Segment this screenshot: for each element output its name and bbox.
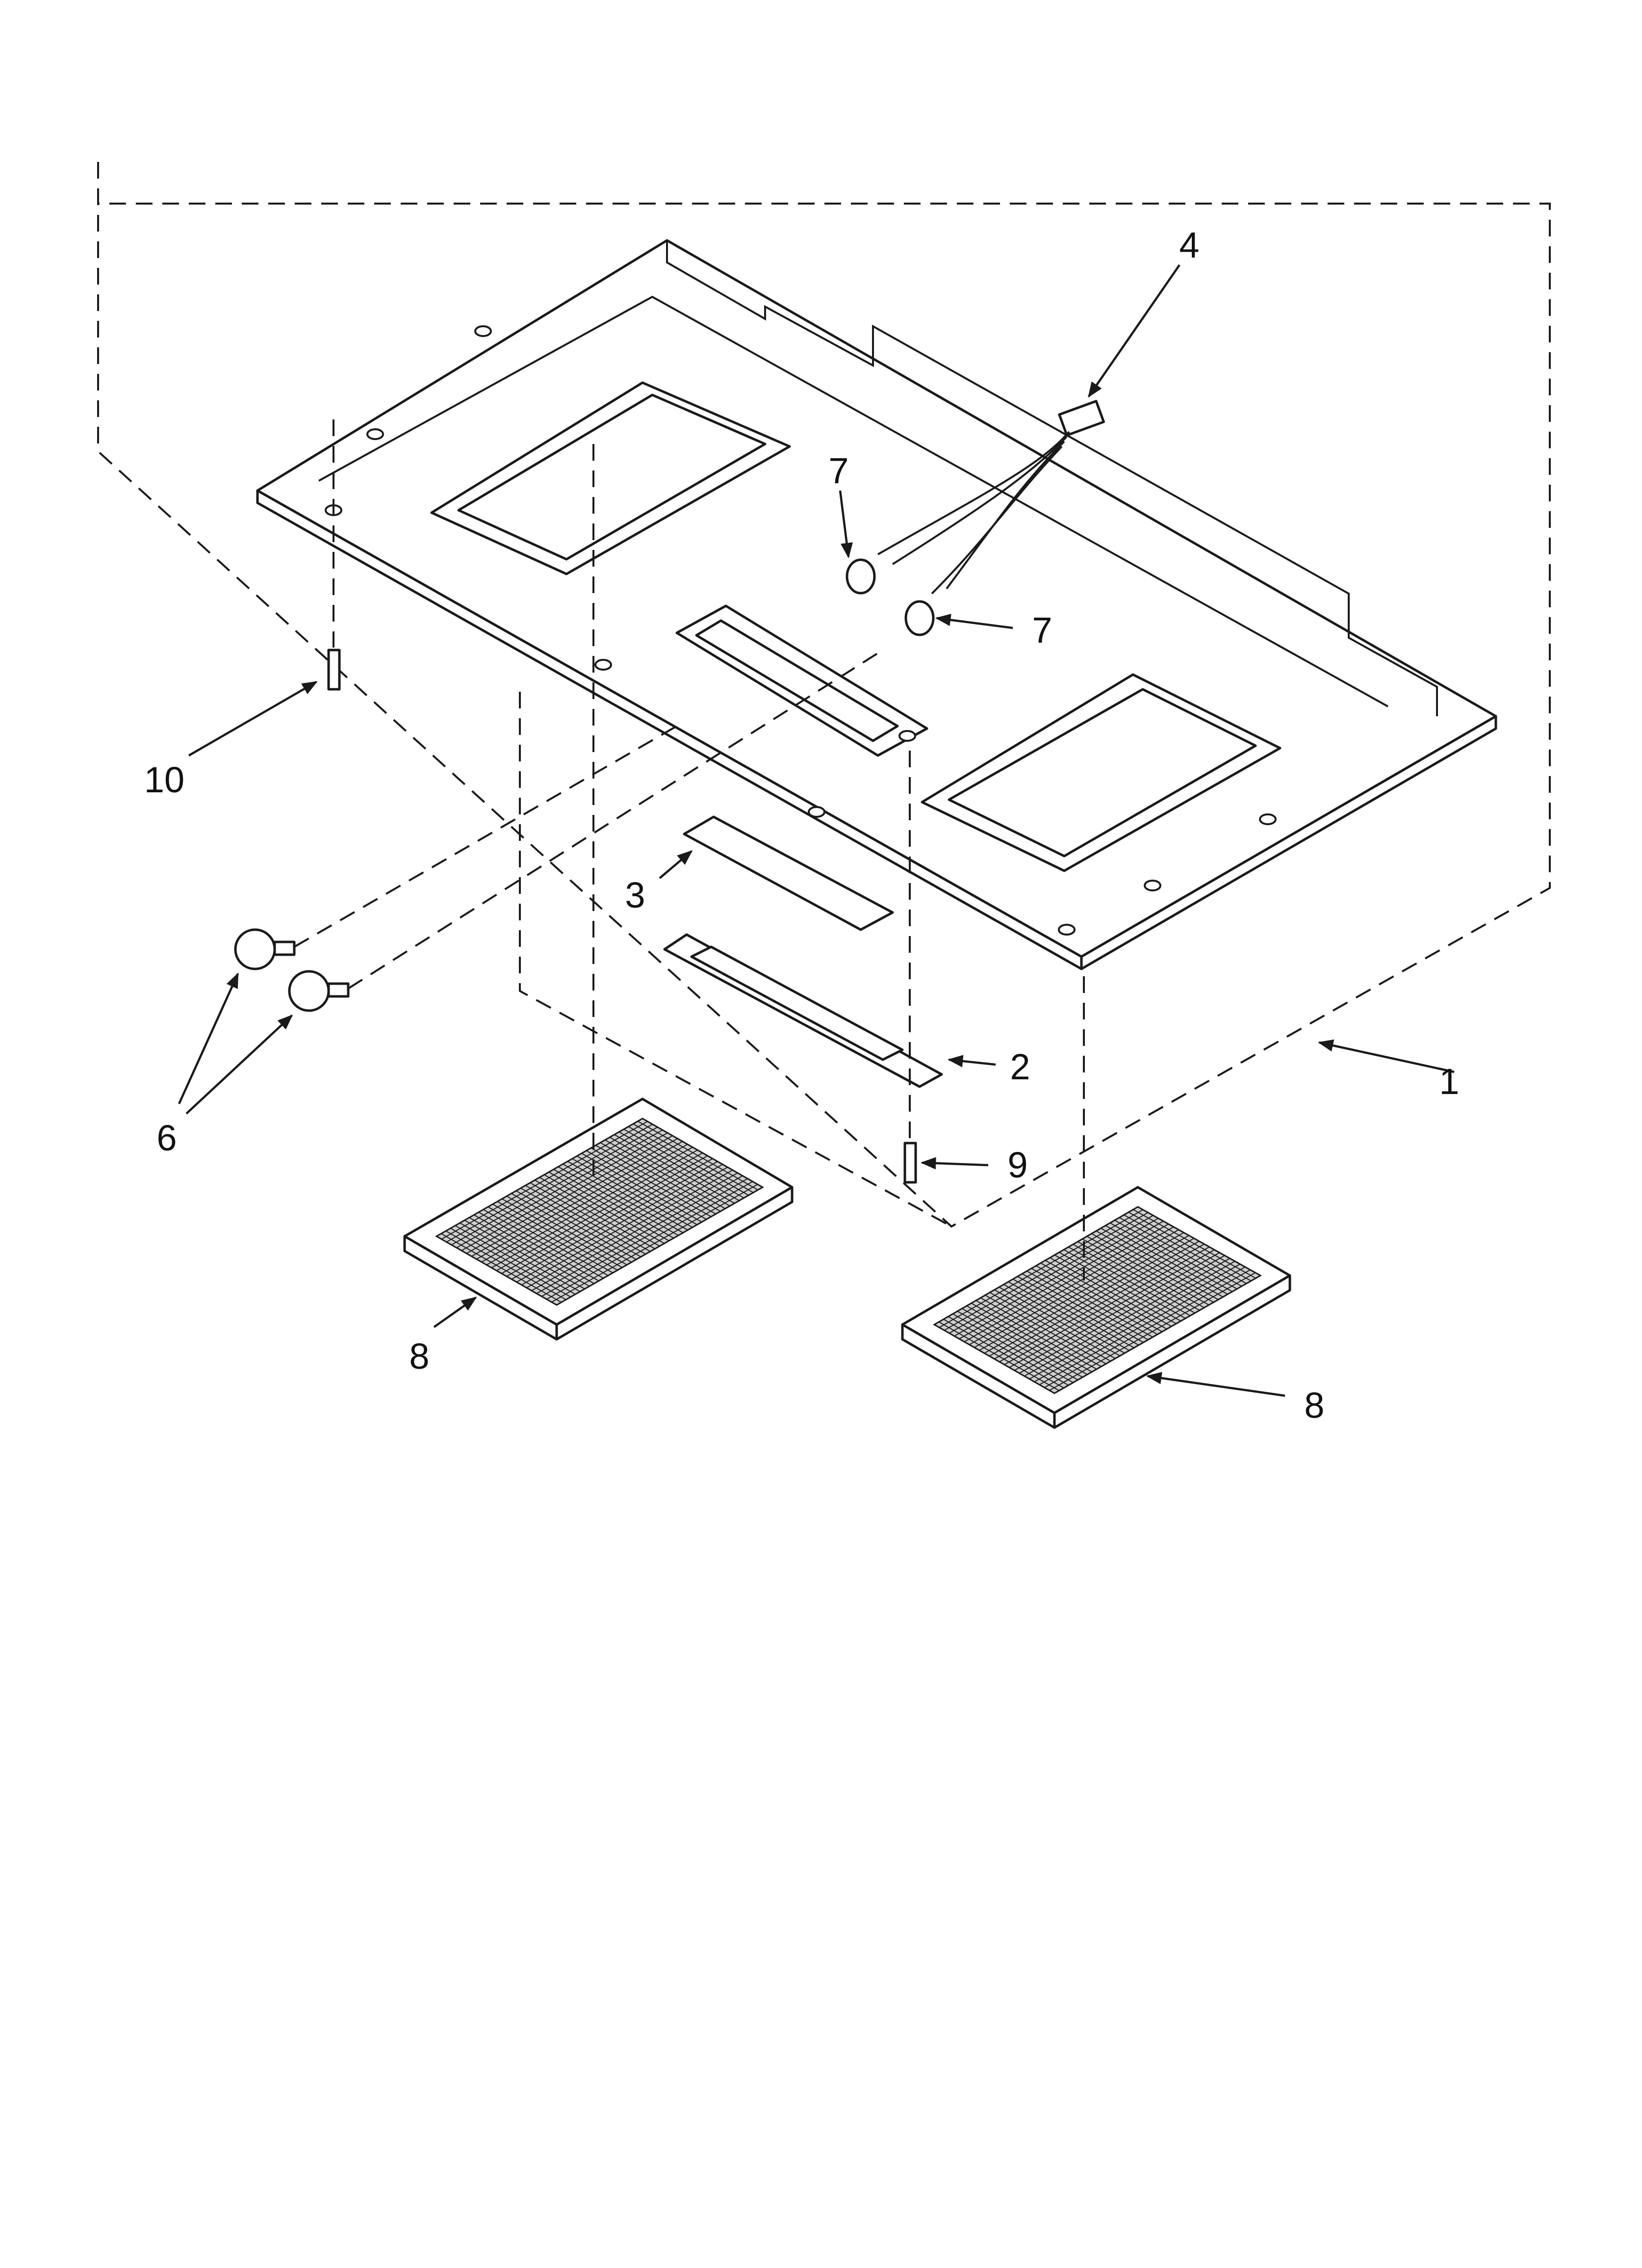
callout-10: 10: [144, 759, 184, 800]
mounting-hole: [1259, 813, 1277, 825]
leader-arrows: [178, 264, 1455, 1397]
filter-left: [403, 1097, 794, 1341]
light-lens: [683, 815, 894, 931]
lamp-socket: [904, 600, 935, 636]
callout-4: 4: [1179, 225, 1199, 265]
filter-right-mesh: [938, 1209, 1256, 1391]
thumb-screw-part-6: [234, 928, 350, 1012]
callout-7-lower: 7: [1032, 610, 1052, 651]
callout-1: 1: [1439, 1061, 1459, 1102]
mounting-hole: [1058, 924, 1076, 936]
callout-6: 6: [156, 1118, 177, 1158]
screw-part-9: [903, 1142, 917, 1184]
mounting-hole: [366, 428, 384, 440]
callout-7-upper: 7: [828, 450, 848, 491]
callout-9: 9: [1007, 1145, 1027, 1185]
callout-labels: 1 2 3 4 6 7 7 8 8 9 10: [144, 225, 1460, 1426]
mounting-hole: [474, 325, 492, 337]
assembly-envelope-dashed: [97, 162, 1551, 1228]
screw-part-10: [327, 649, 341, 691]
mounting-hole: [1144, 880, 1161, 891]
filter-right: [901, 1186, 1291, 1429]
callout-2: 2: [1010, 1046, 1030, 1087]
callout-3: 3: [625, 875, 645, 915]
mounting-hole: [808, 806, 825, 818]
callout-8-right: 8: [1304, 1385, 1324, 1426]
lamp-socket: [846, 558, 876, 595]
bottom-plate: [256, 239, 1497, 970]
filter-left-mesh: [441, 1121, 758, 1303]
callout-8-left: 8: [409, 1336, 429, 1377]
alignment-lines: [294, 419, 1085, 1280]
mounting-hole: [898, 730, 916, 742]
wire-harness: [846, 400, 1105, 636]
lamp-cover: [663, 933, 943, 1088]
mounting-hole: [594, 659, 612, 671]
